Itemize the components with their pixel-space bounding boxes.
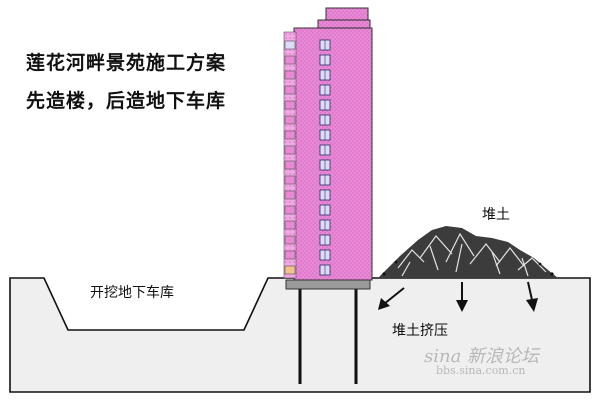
building-balcony [284,70,296,80]
building-piles [298,288,358,384]
building-balcony [284,250,296,260]
diagram-title-line2: 先造楼，后造地下车库 [26,90,227,112]
watermark-url: bbs.sina.com.cn [436,364,526,377]
building-balcony [284,175,296,185]
soil-pressure-arrows [378,281,538,312]
building-balcony [284,160,296,170]
down-arrow-icon [526,281,538,312]
down-arrow-icon [378,287,405,310]
building-balcony [284,235,296,245]
building-windows [319,39,331,276]
building-tower [283,7,373,281]
building-balcony [284,205,296,215]
building-balcony [284,55,296,65]
building-balcony [284,145,296,155]
building-balcony [284,115,296,125]
building-foundation [285,279,371,290]
watermark-logo: sina 新浪论坛 [424,346,540,367]
building-balcony [284,220,296,230]
down-arrow-icon [456,282,468,312]
building-balcony [284,190,296,200]
building-balcony [284,40,296,50]
building-balconies [284,40,296,275]
building-balcony [284,265,296,275]
building-balcony [284,130,296,140]
diagram-title-line1: 莲花河畔景苑施工方案 [26,52,227,74]
building-balcony [284,100,296,110]
soil-pressure-label: 堆土挤压 [392,323,448,339]
excavation-label: 开挖地下车库 [90,285,174,301]
soil-pile-icon [378,226,558,278]
soil-pile-label: 堆土 [482,207,510,223]
building-balcony [284,85,296,95]
